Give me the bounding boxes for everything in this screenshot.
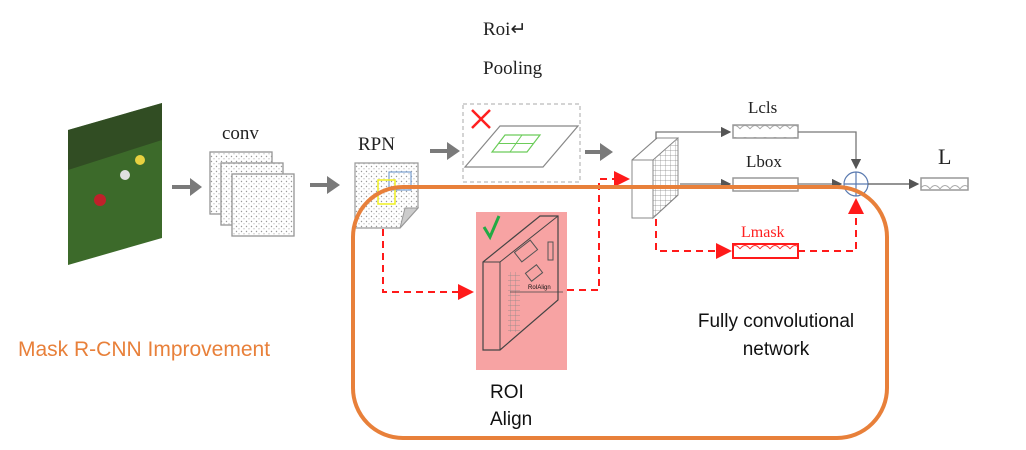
cls-loss-box (732, 124, 799, 139)
roi-pooling-label-line2: Pooling (483, 58, 543, 79)
cls-loss-label: Lcls (748, 98, 778, 117)
arrow-to-conv (172, 178, 202, 196)
roi-align-label-line1: ROI (490, 382, 524, 403)
roi-align-block (476, 212, 567, 370)
fcn-label-line2: network (742, 339, 810, 360)
head-feature-block (631, 136, 679, 220)
arrow-to-rpn (310, 176, 340, 194)
total-loss-box (920, 177, 969, 191)
roialign-to-head-arrow (567, 171, 630, 291)
arrow-to-roi-pooling (430, 142, 460, 160)
conv-label: conv (222, 123, 259, 144)
roi-pooling-block (462, 103, 581, 183)
box-loss-box (732, 177, 799, 192)
conv-feature-maps (209, 151, 295, 237)
mask-loss-box (732, 243, 799, 259)
total-loss-label: L (938, 144, 952, 169)
box-loss-label: Lbox (746, 152, 782, 171)
mask-branch-arrow (655, 219, 732, 259)
cross-mark-icon (471, 109, 491, 129)
cls-to-sum-arrow (798, 131, 862, 170)
input-image (68, 103, 162, 265)
check-mark-icon (482, 215, 501, 241)
arrow-to-head (585, 143, 613, 161)
rpn-label: RPN (358, 134, 395, 155)
rpn-feature-map (354, 162, 420, 229)
roi-align-label-line2: Align (490, 409, 533, 430)
rpn-to-roialign-arrow (382, 229, 474, 300)
improvement-highlight-frame (351, 185, 889, 440)
mask-loss-label: Lmask (741, 224, 785, 241)
fcn-label-line1: Fully convolutional (697, 311, 855, 332)
cls-branch-arrow (655, 126, 732, 139)
roi-pooling-label-line1: Roi↵ (483, 19, 527, 40)
mask-to-sum-arrow (798, 198, 864, 252)
improvement-label: Mask R-CNN Improvement (18, 338, 271, 361)
roialign-inner-label: RoIAlign (528, 285, 551, 291)
